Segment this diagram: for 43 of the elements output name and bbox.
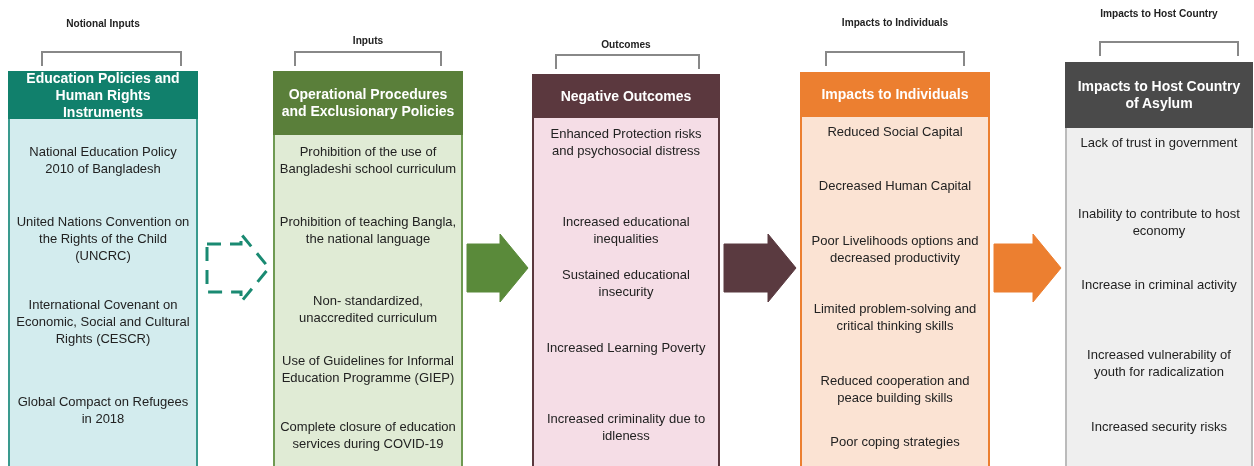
column-panel (532, 74, 720, 466)
block-arrow (723, 233, 797, 303)
list-item: Enhanced Protection risks and psychosocial distress (549, 125, 703, 159)
list-item: Increase in criminal activity (1080, 276, 1238, 293)
list-item: Complete closure of education services during COVID-19 (279, 418, 457, 452)
list-item: Limited problem-solving and critical thinking skills (812, 300, 978, 334)
list-item: Decreased Human Capital (817, 177, 973, 194)
list-item: Poor coping strategies (829, 433, 961, 450)
list-item: Increased criminality due to idleness (545, 410, 707, 444)
list-item: Lack of trust in government (1079, 134, 1239, 151)
header-text: Education Policies and Human Rights Instruments (25, 69, 181, 121)
list-item: Use of Guidelines for Informal Education Programme (GIEP) (280, 352, 456, 386)
list-item: Reduced Social Capital (826, 123, 964, 140)
list-item: Increased vulnerability of youth for radicalization (1086, 346, 1232, 380)
header-text: Operational Procedures and Exclusionary Policies (280, 86, 456, 120)
column-label: Impacts to Individuals (840, 15, 950, 29)
list-item: Increased Learning Poverty (545, 339, 707, 356)
list-item: Non- standardized, unaccredited curriculum (298, 292, 438, 326)
block-arrow (993, 233, 1062, 303)
list-item: Prohibition of teaching Bangla, the national language (279, 213, 457, 247)
block-arrow (466, 233, 529, 303)
header-text: Impacts to Host Country of Asylum (1076, 78, 1242, 112)
list-item: Poor Livelihoods options and decreased productivity (810, 232, 980, 266)
column-label: Inputs (351, 33, 385, 47)
list-item: Increased security risks (1090, 418, 1228, 435)
column-panel (8, 71, 198, 466)
column-panel (273, 71, 463, 466)
column-panel (800, 72, 990, 466)
list-item: National Education Policy 2010 of Bangladesh (28, 143, 178, 177)
column-label: Notional Inputs (65, 16, 141, 30)
column-panel (1065, 62, 1253, 466)
list-item: Sustained educational insecurity (561, 266, 691, 300)
column-label: Impacts to Host Country (1100, 6, 1218, 20)
list-item: Increased educational inequalities (561, 213, 691, 247)
list-item: International Covenant on Economic, Social and Cultural Rights (CESCR) (15, 296, 191, 347)
list-item: Prohibition of the use of Bangladeshi school curriculum (279, 143, 457, 177)
list-item: Inability to contribute to host economy (1077, 205, 1241, 239)
list-item: Reduced cooperation and peace building skills (819, 372, 971, 406)
header-text: Impacts to Individuals (821, 86, 969, 103)
list-item: Global Compact on Refugees in 2018 (16, 393, 190, 427)
list-item: United Nations Convention on the Rights of the Child (UNCRC) (15, 213, 191, 264)
header-text: Negative Outcomes (560, 87, 692, 105)
column-label: Outcomes (600, 37, 652, 51)
